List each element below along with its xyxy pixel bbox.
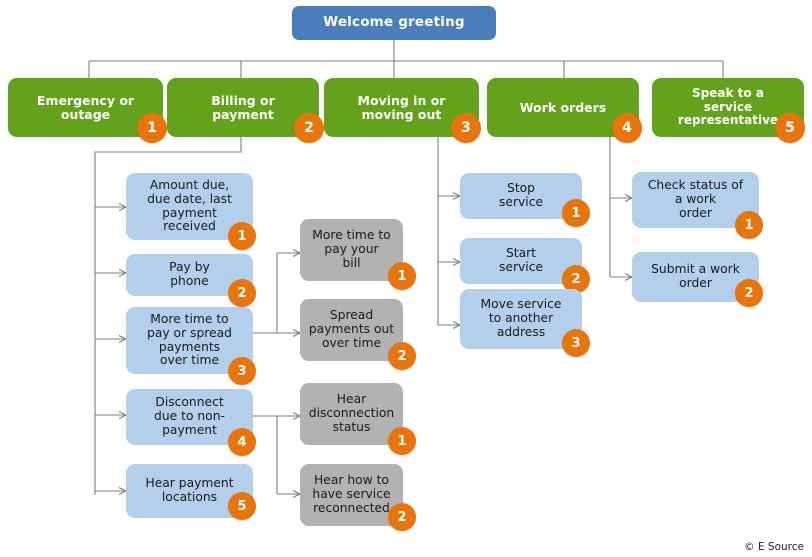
category-node-billing-or-payment[interactable]: Billing or payment [167,78,319,137]
option-node-pay-by-phone[interactable]: Pay by phone [126,254,253,296]
option-badge-hear-payment-locations: 5 [228,492,256,520]
badge-number: 5 [237,498,247,514]
badge-number: 1 [237,228,247,244]
option-label: Disconnect due to non- payment [154,395,225,437]
option-badge-disconnect: 4 [228,428,256,456]
category-badge-3: 3 [451,113,481,143]
option-label: Check status of a work order [647,178,744,220]
option-badge-move-service: 3 [562,329,590,357]
option-label: Submit a work order [651,262,740,290]
badge-number: 1 [147,120,157,136]
badge-number: 2 [744,285,754,301]
option-label: Move service to another address [480,297,562,339]
badge-number: 1 [397,268,407,284]
suboption-label: Hear how to have service reconnected [312,473,391,515]
suboption-node-spread-payments-out-over-time[interactable]: Spread payments out over time [300,299,403,361]
category-node-speak-to-a-service-representative[interactable]: Speak to a service representative [652,78,804,137]
option-badge-start-service: 2 [562,265,590,293]
category-badge-2: 2 [294,113,324,143]
badge-number: 2 [304,120,314,136]
suboption-node-hear-how-to-have-service-reconnected[interactable]: Hear how to have service reconnected [300,464,403,526]
suboption-badge-more-time-to-pay: 1 [388,262,416,290]
badge-number: 5 [785,120,795,136]
badge-number: 1 [744,217,754,233]
suboption-label: Hear disconnection status [308,392,395,434]
category-label: Moving in or moving out [357,92,446,122]
suboption-badge-hear-how-to-reconnect: 2 [388,503,416,531]
badge-number: 3 [237,363,247,379]
suboption-node-more-time-to-pay-your-bill[interactable]: More time to pay your bill [300,219,403,281]
badge-number: 2 [397,348,407,364]
badge-number: 4 [622,120,632,136]
option-node-move-service-to-another-address[interactable]: Move service to another address [460,289,582,349]
category-label: Billing or payment [211,92,275,122]
category-label: Speak to a service representative [677,86,779,128]
suboption-badge-hear-disconnection-status: 1 [388,427,416,455]
option-label: Pay by phone [169,260,210,288]
option-label: More time to pay or spread payments over… [147,311,232,368]
copyright-credit: © E Source [744,541,804,553]
root-node-welcome-greeting[interactable]: Welcome greeting [292,6,496,40]
badge-number: 3 [461,120,471,136]
option-node-start-service[interactable]: Start service [460,238,582,284]
category-badge-4: 4 [612,113,642,143]
badge-number: 4 [237,434,247,450]
badge-number: 2 [237,285,247,301]
badge-number: 2 [571,271,581,287]
category-badge-1: 1 [137,113,167,143]
option-badge-amount-due: 1 [228,222,256,250]
badge-number: 2 [397,509,407,525]
category-label: Emergency or outage [36,92,135,122]
suboption-label: Spread payments out over time [308,308,395,350]
option-badge-more-time-or-spread-payments: 3 [228,357,256,385]
option-node-stop-service[interactable]: Stop service [460,173,582,219]
option-label: Stop service [498,181,544,209]
option-badge-check-status: 1 [735,211,763,239]
option-label: Amount due, due date, last payment recei… [147,177,232,234]
category-badge-5: 5 [775,113,805,143]
option-badge-pay-by-phone: 2 [228,279,256,307]
badge-number: 1 [571,205,581,221]
root-node-label: Welcome greeting [323,14,465,31]
badge-number: 1 [397,433,407,449]
suboption-badge-spread-payments: 2 [388,342,416,370]
category-label: Work orders [519,99,607,115]
option-badge-stop-service: 1 [562,199,590,227]
option-badge-submit-work-order: 2 [735,279,763,307]
suboption-label: More time to pay your bill [312,228,391,270]
badge-number: 3 [571,335,581,351]
suboption-node-hear-disconnection-status[interactable]: Hear disconnection status [300,383,403,445]
option-label: Start service [498,246,544,274]
option-label: Hear payment locations [145,476,234,504]
